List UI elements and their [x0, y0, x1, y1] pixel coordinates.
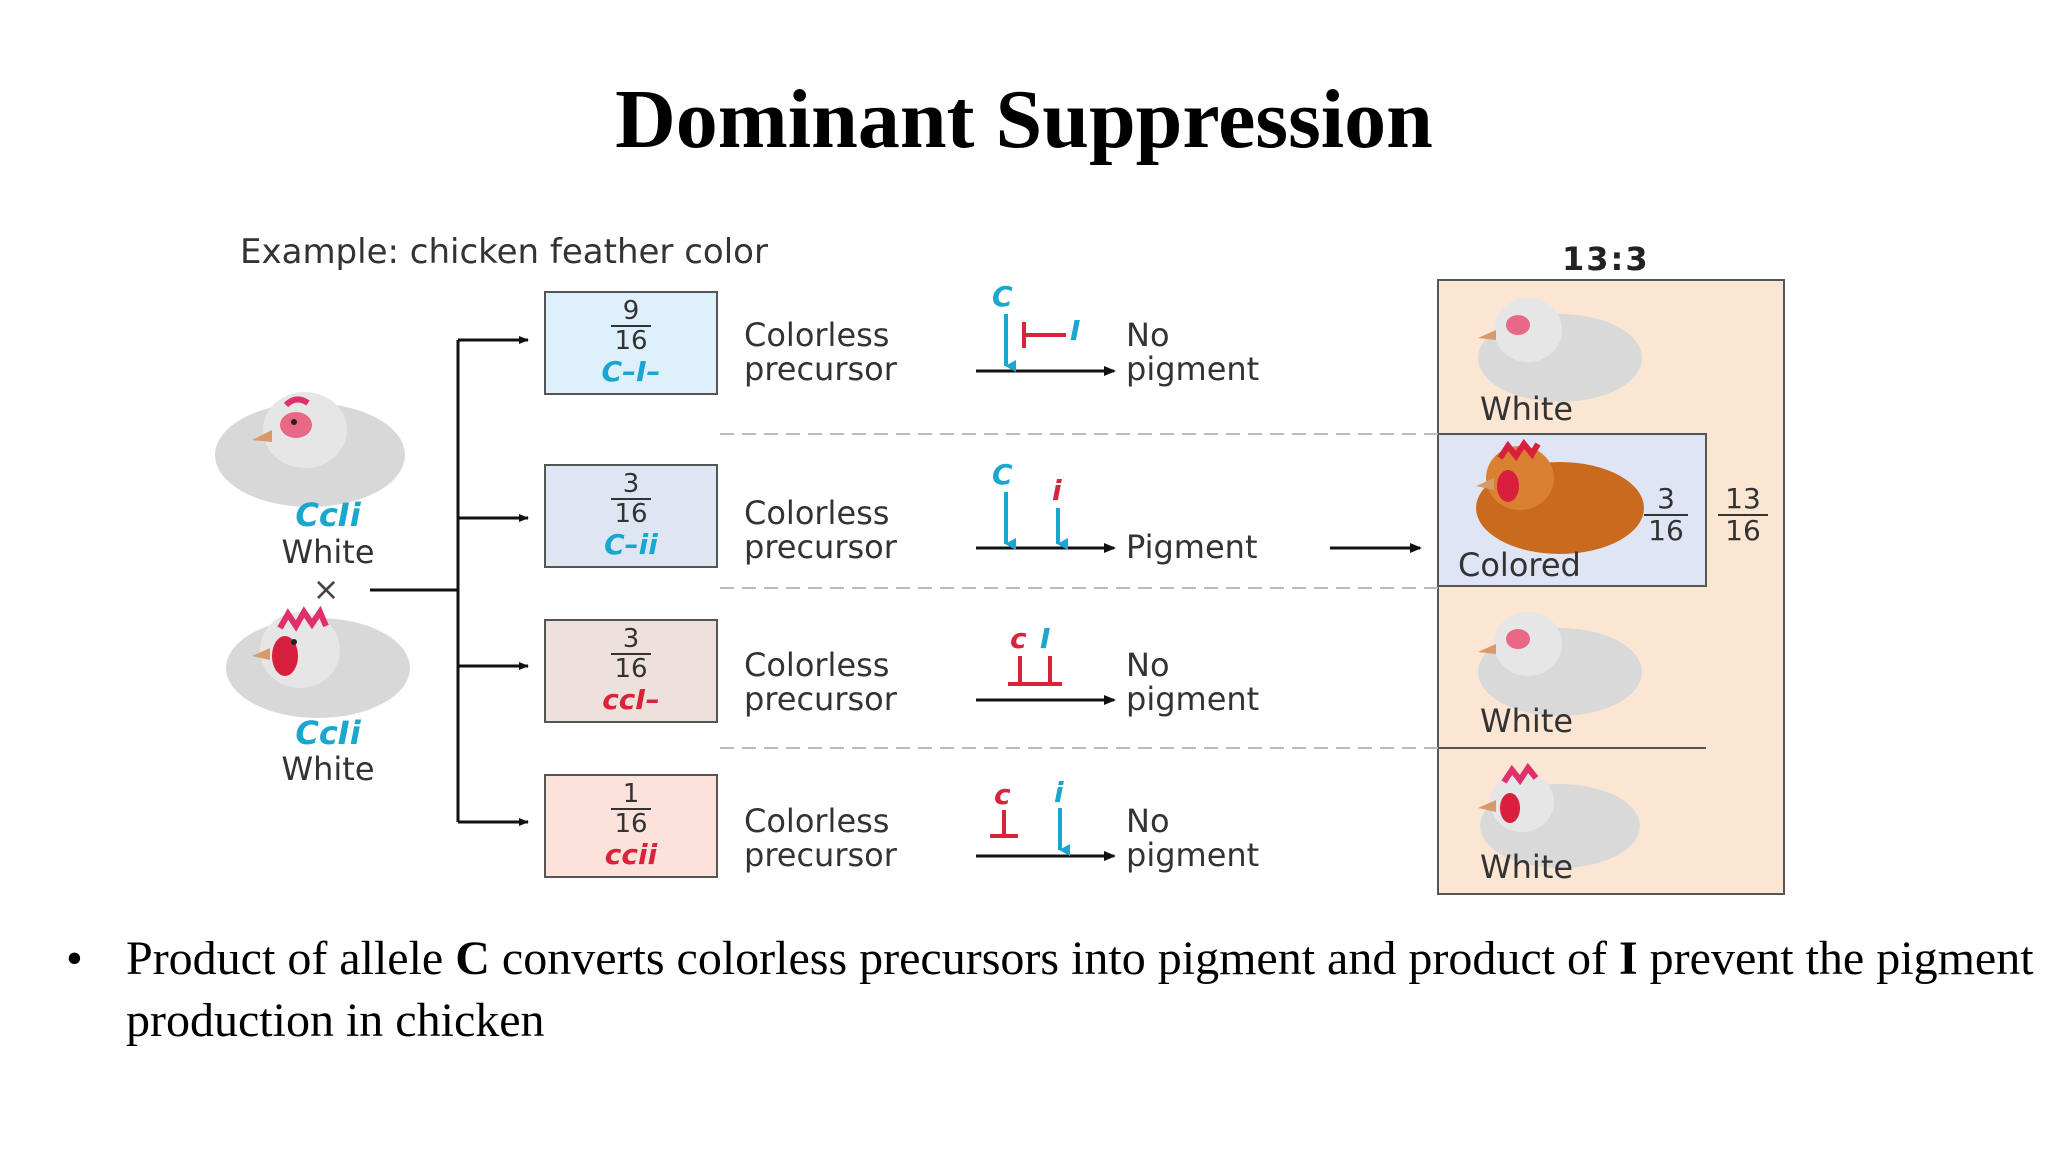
- precursor-1-line1: Colorless: [744, 316, 890, 354]
- result-4-line2: pigment: [1126, 836, 1260, 874]
- allele-2-inhibitor: i: [1052, 474, 1062, 507]
- phenotype-label-3: White: [1480, 702, 1574, 740]
- genotype-label: ccii: [604, 838, 658, 871]
- genotype-box-2: 3 16 C–ii: [544, 464, 718, 568]
- parent-1-genotype: CcIi: [295, 496, 361, 534]
- example-label: Example: chicken feather color: [240, 232, 768, 272]
- fraction-denominator: 16: [1725, 514, 1761, 547]
- precursor-4-line1: Colorless: [744, 802, 890, 840]
- page-title: Dominant Suppression: [615, 73, 1433, 166]
- precursor-3-line1: Colorless: [744, 646, 890, 684]
- fraction-numerator: 13: [1725, 482, 1761, 515]
- fraction-denominator: 16: [614, 326, 648, 356]
- result-1-line2: pigment: [1126, 350, 1260, 388]
- bullet-text: Product of allele C converts colorless p…: [126, 932, 2034, 1047]
- genotype-box-3: 3 16 ccI–: [544, 619, 718, 723]
- phenotype-chicken-colored: [1476, 438, 1644, 554]
- allele-3-inhibitor: I: [1040, 622, 1051, 655]
- precursor-3-line2: precursor: [744, 680, 897, 718]
- fraction-numerator: 3: [622, 624, 640, 654]
- fraction-denominator: 16: [1648, 514, 1684, 547]
- parent-hen-illustration: [215, 392, 405, 507]
- fraction-numerator: 3: [1657, 482, 1675, 515]
- phenotype-label-1: White: [1480, 390, 1574, 428]
- fraction-numerator: 1: [622, 779, 640, 809]
- genotype-box-1: 9 16 C–I–: [544, 291, 718, 395]
- allele-2-top: C: [992, 458, 1013, 491]
- parent-2-phenotype: White: [281, 750, 375, 788]
- phenotype-chicken-white-2: [1478, 612, 1642, 716]
- allele-1-inhibitor: I: [1070, 314, 1081, 347]
- result-1-line1: No: [1126, 316, 1170, 354]
- parent-rooster-illustration: [226, 605, 410, 718]
- total-fraction: 13 16: [1718, 484, 1768, 546]
- allele-4-inhibitor: i: [1054, 776, 1064, 809]
- phenotype-chicken-white-1: [1478, 298, 1642, 402]
- genotype-label: ccI–: [602, 683, 660, 716]
- fraction-numerator: 9: [622, 296, 640, 326]
- allele-1-top: C: [992, 280, 1013, 313]
- fraction-denominator: 16: [614, 499, 648, 529]
- result-3-line2: pigment: [1126, 680, 1260, 718]
- phenotype-fraction-colored: 3 16: [1644, 484, 1688, 546]
- fraction-denominator: 16: [614, 809, 648, 839]
- phenotype-label-2: Colored: [1458, 546, 1581, 584]
- fraction-denominator: 16: [614, 654, 648, 684]
- result-4-line1: No: [1126, 802, 1170, 840]
- cross-symbol: ×: [312, 570, 340, 608]
- parent-1-phenotype: White: [281, 533, 375, 571]
- precursor-4-line2: precursor: [744, 836, 897, 874]
- genotype-box-4: 1 16 ccii: [544, 774, 718, 878]
- bullet-dot: •: [66, 932, 83, 985]
- result-2-line1: Pigment: [1126, 528, 1258, 566]
- precursor-2-line1: Colorless: [744, 494, 890, 532]
- genotype-label: C–I–: [601, 355, 661, 388]
- fraction-numerator: 3: [622, 469, 640, 499]
- precursor-2-line2: precursor: [744, 528, 897, 566]
- phenotype-chicken-white-3: [1478, 762, 1640, 868]
- result-3-line1: No: [1126, 646, 1170, 684]
- precursor-1-line2: precursor: [744, 350, 897, 388]
- ratio-label: 13:3: [1562, 240, 1650, 278]
- allele-4-top: c: [994, 778, 1011, 811]
- genotype-label: C–ii: [604, 528, 658, 561]
- phenotype-label-4: White: [1480, 848, 1574, 886]
- parent-2-genotype: CcIi: [295, 714, 361, 752]
- allele-3-top: c: [1010, 622, 1027, 655]
